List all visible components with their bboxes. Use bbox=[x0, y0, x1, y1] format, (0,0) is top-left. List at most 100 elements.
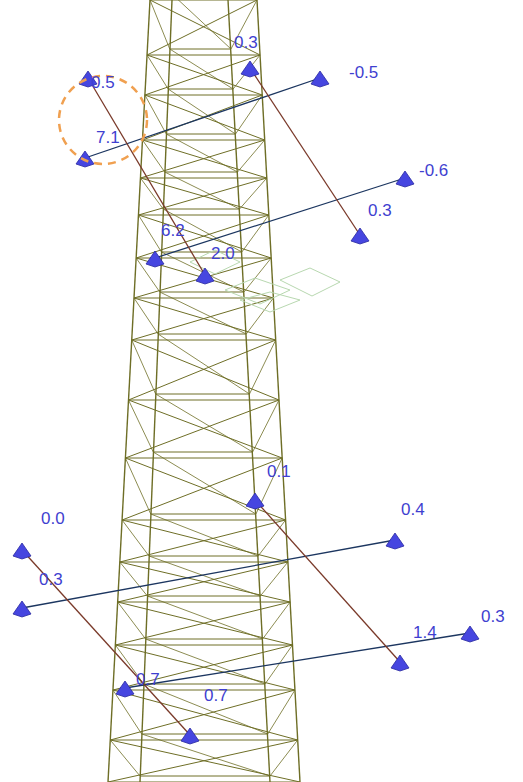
tower-brace bbox=[113, 645, 293, 690]
support-symbol bbox=[241, 61, 259, 77]
tower-brace bbox=[122, 520, 149, 556]
tower-brace bbox=[166, 134, 237, 172]
tower-horizontal bbox=[129, 400, 279, 401]
tower-horizontal bbox=[113, 690, 295, 691]
tower-brace bbox=[136, 215, 269, 258]
tower-brace bbox=[142, 734, 270, 776]
tower-brace bbox=[140, 140, 264, 178]
tower-brace bbox=[140, 178, 268, 215]
reaction-value: 6.2 bbox=[160, 222, 186, 240]
tower-brace bbox=[118, 602, 146, 639]
tower-brace bbox=[134, 298, 276, 340]
tower-horizontal bbox=[165, 172, 238, 173]
tower-brace bbox=[115, 645, 295, 690]
tower-brace bbox=[236, 95, 263, 134]
tower-brace bbox=[140, 178, 163, 209]
tower-brace bbox=[142, 140, 266, 178]
tower-horizontal bbox=[146, 639, 263, 640]
tower-column bbox=[228, 0, 270, 782]
tower-horizontal bbox=[163, 209, 239, 210]
reaction-value: 0.3 bbox=[38, 571, 64, 589]
tower-horizontal bbox=[158, 334, 246, 335]
tower-brace bbox=[145, 95, 166, 134]
tower-horizontal bbox=[145, 95, 262, 96]
tower-brace bbox=[120, 520, 286, 562]
tower-horizontal bbox=[118, 602, 290, 603]
tower-horizontal bbox=[134, 298, 273, 299]
tower-brace bbox=[110, 740, 140, 776]
support-lines bbox=[22, 68, 470, 735]
tower-brace bbox=[120, 562, 148, 596]
tower-horizontal bbox=[149, 556, 258, 557]
tower-horizontal bbox=[147, 55, 260, 56]
tower-horizontal bbox=[170, 49, 231, 50]
tower-brace bbox=[153, 452, 256, 514]
tower-brace bbox=[142, 140, 164, 172]
tower-brace bbox=[244, 258, 271, 292]
tower-brace bbox=[138, 215, 271, 258]
tower-brace bbox=[132, 340, 156, 394]
tower-brace bbox=[253, 400, 279, 452]
tower-brace bbox=[165, 172, 240, 209]
tower-horizontal bbox=[125, 458, 282, 459]
support-symbol bbox=[181, 728, 199, 744]
tower-brace bbox=[138, 215, 161, 252]
tower-brace bbox=[238, 140, 265, 172]
tower-horizontal bbox=[144, 684, 265, 685]
tower-brace bbox=[129, 400, 154, 452]
support-symbol bbox=[146, 251, 164, 267]
tower-brace bbox=[125, 458, 285, 520]
tower-brace bbox=[172, 0, 231, 49]
tower-brace bbox=[132, 298, 274, 340]
tower-column bbox=[108, 0, 150, 782]
support-symbol bbox=[13, 601, 31, 617]
tower-horizontal bbox=[110, 740, 297, 741]
tower-brace bbox=[122, 520, 288, 562]
tower-brace bbox=[263, 602, 290, 639]
tower-brace bbox=[146, 639, 265, 684]
tower-horizontal bbox=[153, 452, 252, 453]
tower-brace bbox=[268, 690, 295, 734]
support-symbol bbox=[386, 533, 404, 549]
tower-brace bbox=[129, 400, 283, 458]
tower-brace bbox=[134, 298, 158, 334]
reaction-value: 0.5 bbox=[90, 74, 116, 92]
reaction-value: 0.4 bbox=[400, 501, 426, 519]
tower-brace bbox=[129, 340, 276, 400]
tower-horizontal bbox=[122, 520, 286, 521]
reaction-value: 0.0 bbox=[40, 510, 66, 528]
tower-brace bbox=[108, 740, 298, 782]
tower-brace bbox=[110, 690, 295, 740]
reaction-value: 0.7 bbox=[203, 687, 229, 705]
tower-brace bbox=[240, 178, 267, 209]
support-symbol bbox=[391, 655, 409, 671]
tower-horizontal bbox=[150, 0, 257, 1]
support-symbol bbox=[461, 626, 479, 642]
support-symbol bbox=[396, 171, 414, 187]
tower-brace bbox=[168, 89, 235, 134]
reaction-value: 0.3 bbox=[233, 34, 259, 52]
support-symbol bbox=[196, 268, 214, 284]
tower-horizontal bbox=[138, 215, 268, 216]
tower-horizontal bbox=[156, 394, 250, 395]
support-symbol bbox=[116, 681, 134, 697]
tower-brace bbox=[147, 55, 168, 89]
reaction-value: -0.5 bbox=[348, 64, 379, 82]
tower-brace bbox=[233, 55, 260, 89]
reaction-value: 1.4 bbox=[412, 624, 438, 642]
tower-horizontal bbox=[147, 596, 260, 597]
support-symbol bbox=[246, 493, 264, 509]
tower-brace bbox=[115, 602, 290, 645]
tower-brace bbox=[132, 340, 279, 400]
tower-brace bbox=[270, 740, 298, 776]
tower-horizontal bbox=[142, 140, 264, 141]
tower-brace bbox=[260, 562, 288, 596]
tower-brace bbox=[118, 602, 293, 645]
tower-brace bbox=[122, 458, 282, 520]
tower-brace bbox=[145, 55, 260, 95]
tower-horizontal bbox=[140, 776, 270, 777]
tower-brace bbox=[160, 292, 246, 334]
support-symbol bbox=[351, 228, 369, 244]
